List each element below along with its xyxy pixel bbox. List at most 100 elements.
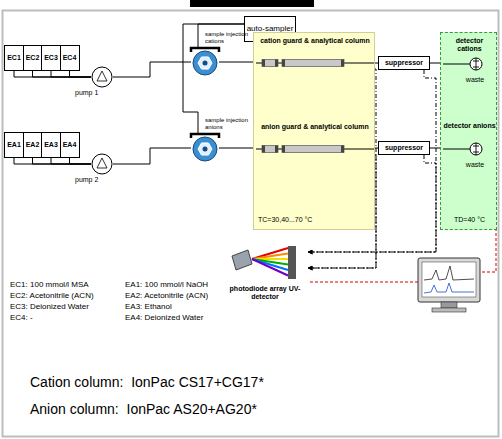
column-fitting (341, 146, 344, 153)
column-fitting (282, 146, 285, 153)
flow-line (14, 71, 91, 77)
column-tube (262, 146, 278, 153)
node-text: EA1 (7, 141, 21, 149)
waste-label: waste (462, 161, 488, 168)
node-text: detector anions (443, 122, 496, 130)
node-text: EA4 (63, 141, 77, 149)
cell-electrodes (473, 143, 479, 155)
monitor-case (418, 258, 480, 302)
diode-array (288, 246, 296, 279)
pump-circle (92, 154, 112, 174)
column-tube (262, 60, 278, 67)
pump-symbol: pump 2 (91, 153, 113, 175)
eluent-note: EA4: Deionized Water (125, 313, 203, 322)
flow-line (51, 71, 91, 77)
valve-hub (203, 147, 208, 152)
node-text: anion guard & analytical column (256, 123, 374, 131)
flow-line (14, 158, 91, 164)
flow-line (70, 71, 92, 77)
column-fitting (282, 60, 285, 67)
lamp-housing (232, 250, 252, 270)
node-outline (191, 48, 219, 76)
pump-mark (97, 158, 107, 168)
node-outline (91, 66, 113, 88)
valve-hub (203, 61, 208, 66)
valve-rotor (193, 137, 217, 161)
node-text: pump 2 (75, 176, 115, 184)
node-text: EC1 (7, 54, 21, 62)
uv-detector: photodiode array UV-detector (222, 244, 308, 306)
node-text: photodiode array UV-detector (222, 285, 308, 302)
process-box: EC4 (60, 45, 80, 71)
detector-oven: TD=40 °C detector cations detector anions (440, 32, 497, 230)
pump-circle (92, 67, 112, 87)
column-fitting (275, 146, 278, 153)
node-text: EC2 (26, 54, 40, 62)
flow-line (219, 62, 256, 63)
node-text: TC=30,40...70 °C (258, 216, 372, 224)
node-text: EA3 (44, 141, 58, 149)
node-outline (91, 153, 113, 175)
process-box: EA1 (4, 132, 24, 158)
node-text: EC4 (63, 54, 77, 62)
process-box: suppressor (378, 141, 430, 155)
column-note: Cation column: IonPac CS17+CG17* (30, 374, 264, 390)
outer-frame (3, 11, 499, 437)
column-fitting (262, 146, 265, 153)
cell-electrodes (473, 58, 479, 70)
process-box: EA4 (60, 132, 80, 158)
conductivity-detector: detector cations (443, 37, 496, 73)
chromatogram-trace (424, 266, 474, 280)
conductivity-detector: detector anions (443, 122, 496, 158)
node-text: detector cations (443, 37, 496, 54)
pump-mark (97, 71, 107, 81)
valve-rotor (193, 51, 217, 75)
column-pair: cation guard & analytical column (256, 37, 374, 71)
node-outline (191, 134, 219, 162)
flow-line (113, 148, 191, 164)
process-box: EC1 (4, 45, 24, 71)
node-text: sample injection anions (205, 117, 253, 131)
monitor-base (432, 308, 466, 312)
spectrum-ray (252, 248, 288, 259)
eluent-note: EA2: Acetonitrile (ACN) (125, 291, 208, 300)
flow-line (70, 158, 92, 164)
detector-cell (470, 58, 482, 70)
node-text: cation guard & analytical column (256, 37, 374, 45)
process-box: EC3 (41, 45, 61, 71)
signal-wire (310, 282, 418, 283)
eluent-note: EC3: Deionized Water (10, 302, 89, 311)
monitor-screen (422, 262, 476, 297)
title-bar (190, 0, 314, 7)
node-text: suppressor (385, 144, 423, 152)
node-text: sample injection cations (205, 31, 253, 45)
eluent-note: EC2: Acetonitrile (ACN) (10, 291, 94, 300)
detector-cell (470, 143, 482, 155)
chromatogram-trace (424, 283, 474, 293)
column-note: Anion column: IonPac AS20+AG20* (30, 401, 257, 417)
node-text: EC3 (44, 54, 58, 62)
valve-hexagon (198, 57, 212, 69)
flow-line (113, 62, 191, 77)
node-text: EA2 (26, 141, 40, 149)
column-tube (282, 146, 344, 153)
eluent-note: EA3: Ethanol (125, 302, 172, 311)
node-text: suppressor (385, 59, 423, 67)
process-box: EC2 (23, 45, 43, 71)
eluent-note: EC1: 100 mmol/l MSA (10, 280, 89, 289)
eluent-note: EC4: - (10, 313, 33, 322)
column-pair: anion guard & analytical column (256, 123, 374, 157)
node-text: TD=40 °C (443, 216, 496, 224)
waste-label: waste (462, 76, 488, 83)
flow-line (51, 158, 91, 164)
process-box: EA2 (23, 132, 43, 158)
injection-valve: sample injection anions (191, 134, 219, 162)
column-fitting (262, 60, 265, 67)
column-fitting (341, 60, 344, 67)
process-box: suppressor (378, 56, 430, 70)
valve-hexagon (198, 143, 212, 155)
column-oven: TC=30,40...70 °C cation guard & analytica… (253, 32, 375, 230)
spectrum-ray (252, 254, 288, 260)
node-text: pump 1 (75, 89, 115, 97)
